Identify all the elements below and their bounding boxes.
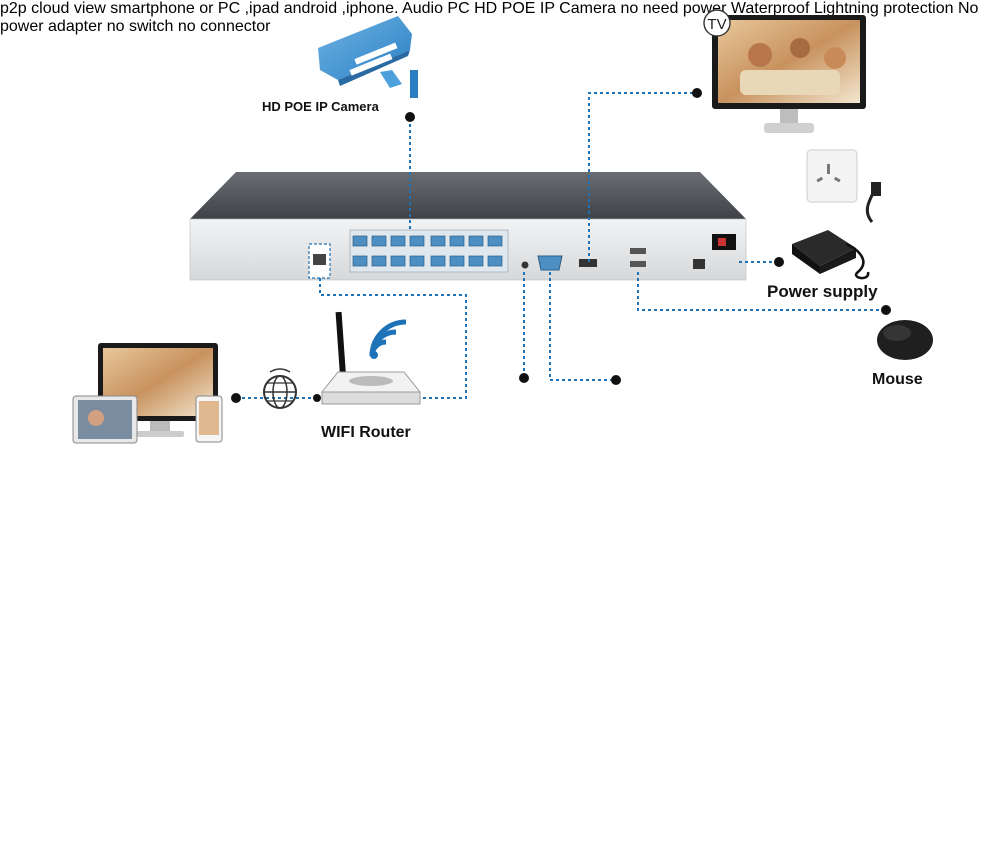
- camera-bottom-label: HD POE IP Camera: [474, 0, 617, 17]
- pc-badge: PC: [447, 0, 470, 17]
- svg-text:TV: TV: [707, 16, 726, 33]
- p2p-label-line2: or PC ,ipad android ,iphone.: [199, 0, 399, 17]
- tablet-icon: [72, 395, 138, 444]
- power-supply-label: Power supply: [767, 282, 878, 301]
- ip-camera-icon: [318, 16, 418, 98]
- wifi-router-label: WIFI Router: [321, 424, 411, 441]
- power-adapter-icon: [792, 230, 870, 280]
- mouse-icon: [877, 320, 933, 360]
- waterproof-highlight-box: Waterproof Lightning protection No power…: [0, 0, 978, 35]
- connection-lines-top: [236, 92, 886, 399]
- globe-icon: [263, 368, 297, 409]
- waterproof-label: Waterproof Lightning protection: [730, 0, 954, 17]
- no-need-power-label: no need power: [620, 0, 727, 17]
- tv-badge: TV: [703, 9, 731, 37]
- tv-icon: [712, 15, 866, 133]
- connection-dots-top: [231, 88, 891, 403]
- connector-highlight-box: Waterproof Lightning protection No power…: [0, 0, 978, 35]
- wall-socket-icon: [806, 149, 858, 203]
- no-power-adapter-label: No power adapter: [0, 0, 979, 35]
- smartphone-icon: [195, 395, 223, 443]
- wifi-router-icon: [320, 311, 422, 405]
- nvr-recorder-top: [189, 172, 747, 281]
- no-connector-label: no connector: [177, 18, 271, 35]
- audio-label: Audio: [402, 0, 443, 17]
- mouse-label: Mouse: [872, 371, 923, 388]
- camera-top-label: HD POE IP Camera: [262, 99, 380, 114]
- p2p-label-line1: p2p cloud view smartphone: [0, 0, 195, 17]
- no-switch-label: no switch: [106, 18, 174, 35]
